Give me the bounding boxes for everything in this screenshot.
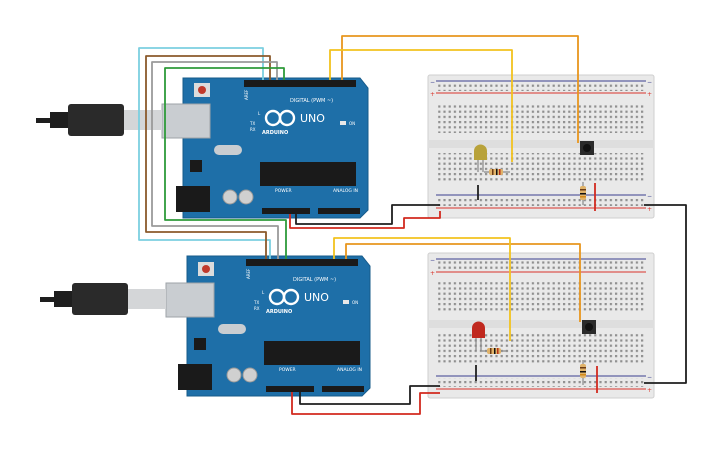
rail-plus-label: + <box>647 206 652 213</box>
on-led <box>343 300 349 304</box>
atmega-chip <box>260 162 356 186</box>
resistor-1[interactable] <box>484 169 510 175</box>
on-led-label: ON <box>352 300 358 305</box>
brand-label: ARDUINO <box>262 130 288 136</box>
rail-minus-label: − <box>430 257 435 264</box>
resistor-4[interactable] <box>580 360 586 385</box>
tx-led-label: TX <box>253 300 259 305</box>
rail-plus-label: + <box>647 91 652 98</box>
power-label: POWER <box>275 188 292 194</box>
led-1[interactable] <box>474 144 487 173</box>
wire-brown[interactable] <box>145 55 271 259</box>
on-led-label: ON <box>349 121 355 126</box>
arduino-uno-2[interactable]: DIGITAL (PWM ~) AREF ARDUINO UNO L TX RX… <box>165 255 371 397</box>
breadboard-2[interactable]: − + − + <box>427 252 655 399</box>
wire-gray[interactable] <box>151 61 279 259</box>
push-button-1[interactable] <box>580 141 594 155</box>
digital-header <box>244 80 356 87</box>
analog-header <box>322 386 364 392</box>
wire-yellow[interactable] <box>329 49 513 162</box>
regulator <box>190 160 202 172</box>
capacitor <box>238 189 254 205</box>
breadboard-1[interactable]: − + − + − + <box>427 74 655 219</box>
rail-plus-label: + <box>430 91 435 98</box>
l-led-label: L <box>258 111 261 116</box>
wire-red[interactable] <box>289 211 441 229</box>
wire-black[interactable] <box>295 204 440 225</box>
rx-led-label: RX <box>254 306 260 311</box>
usb-cable-2[interactable] <box>40 283 166 315</box>
rx-led-label: RX <box>250 127 256 132</box>
crystal <box>214 145 242 155</box>
led-2[interactable] <box>472 321 485 352</box>
brand-label: ARDUINO <box>266 309 292 315</box>
analog-label: ANALOG IN <box>333 188 358 194</box>
resistor-2[interactable] <box>580 182 586 205</box>
wire-orange[interactable] <box>341 35 579 143</box>
power-jack[interactable] <box>176 186 210 212</box>
push-button-2[interactable] <box>582 320 596 334</box>
usb-port[interactable] <box>161 103 211 139</box>
reset-button-cap[interactable] <box>198 86 206 94</box>
capacitor <box>222 189 238 205</box>
rail-minus-label: − <box>647 193 652 200</box>
rail-minus-label: − <box>647 374 652 381</box>
analog-header <box>318 208 360 214</box>
arduino-uno-1[interactable]: DIGITAL (PWM ~) AREF ARDUINO UNO L TX RX… <box>161 77 369 219</box>
power-header <box>262 208 310 214</box>
wire-green[interactable] <box>164 67 287 259</box>
arduino-logo <box>268 288 300 306</box>
power-label: POWER <box>279 367 296 373</box>
tx-led-label: TX <box>249 121 255 126</box>
power-header <box>266 386 314 392</box>
wire-orange[interactable] <box>345 243 581 322</box>
crystal <box>218 324 246 334</box>
rail-plus-label: + <box>647 387 652 394</box>
usb-port[interactable] <box>165 282 215 318</box>
rail-minus-label: − <box>430 79 435 86</box>
wire-black[interactable] <box>299 385 440 405</box>
wire-red[interactable] <box>291 392 440 415</box>
wire-yellow[interactable] <box>333 237 511 341</box>
usb-cable-1[interactable] <box>36 104 162 136</box>
reset-button-cap[interactable] <box>202 265 210 273</box>
power-jack[interactable] <box>178 364 212 390</box>
capacitor <box>242 367 258 383</box>
l-led-label: L <box>262 290 265 295</box>
rail-minus-label: − <box>647 79 652 86</box>
regulator <box>194 338 206 350</box>
wire-cyan[interactable] <box>138 47 271 259</box>
digital-label: DIGITAL (PWM ~) <box>290 98 333 104</box>
aref-label: AREF <box>244 89 249 100</box>
atmega-chip <box>264 341 360 365</box>
on-led <box>340 121 346 125</box>
rail-plus-label: + <box>430 270 435 277</box>
capacitor <box>226 367 242 383</box>
analog-label: ANALOG IN <box>337 367 362 373</box>
model-label: UNO <box>304 291 329 304</box>
aref-label: AREF <box>246 268 251 279</box>
arduino-logo <box>264 109 296 127</box>
wire-black-link[interactable] <box>644 204 687 384</box>
resistor-3[interactable] <box>482 348 508 354</box>
digital-header <box>246 259 358 266</box>
model-label: UNO <box>300 112 325 125</box>
digital-label: DIGITAL (PWM ~) <box>293 277 336 283</box>
